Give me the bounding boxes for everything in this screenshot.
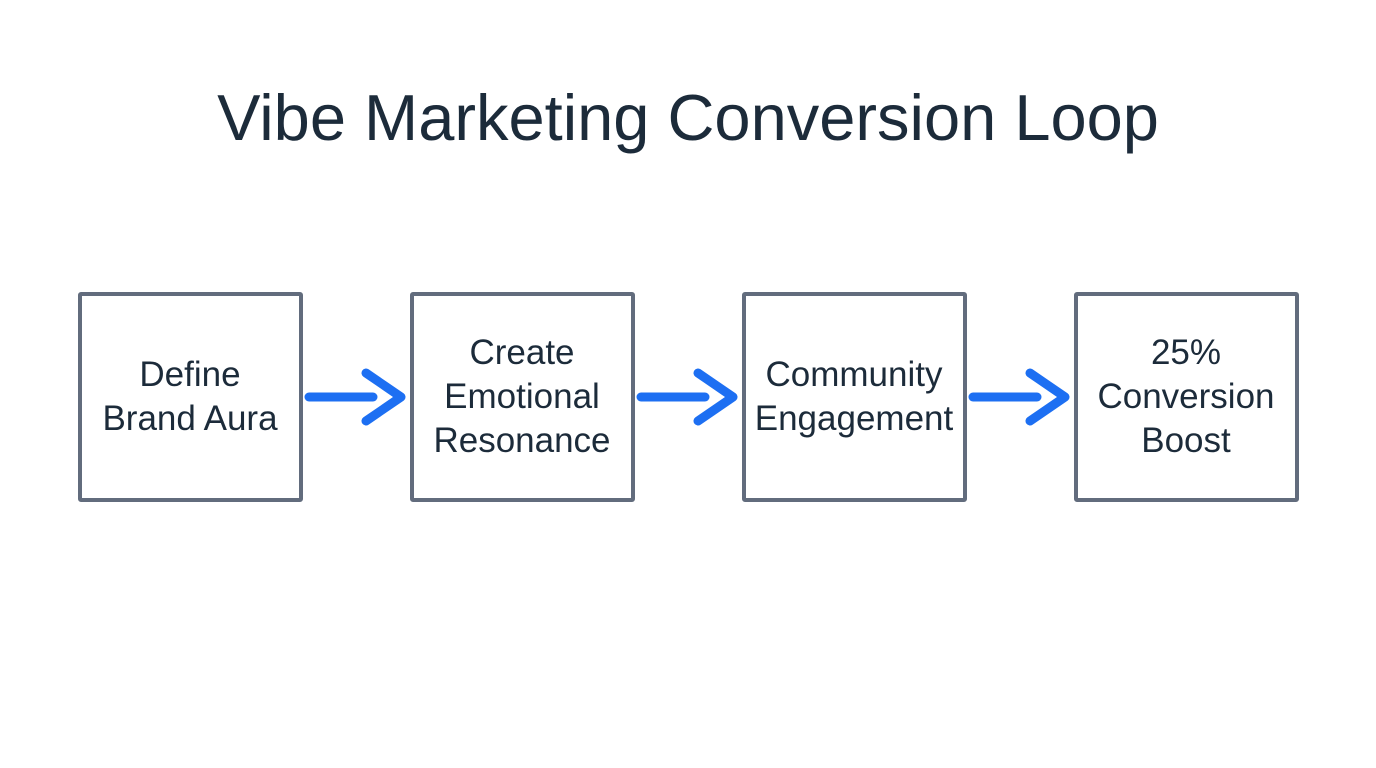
arrow-head — [361, 368, 405, 426]
flow-box-label: 25% Conversion Boost — [1097, 333, 1275, 460]
flow-box-create-emotional-resonance: Create Emotional Resonance — [409, 292, 635, 502]
arrow-head — [1025, 368, 1069, 426]
flow-box-label: Define Brand Aura — [102, 355, 278, 438]
diagram-title: Vibe Marketing Conversion Loop — [217, 81, 1159, 154]
flow-box-conversion-boost: 25% Conversion Boost — [1073, 292, 1299, 502]
arrow-head — [693, 368, 737, 426]
flow-box-label: Community Engagement — [754, 355, 954, 438]
arrow-right-icon — [304, 368, 405, 426]
flow-box-community-engagement: Community Engagement — [741, 292, 967, 502]
flow-row: Define Brand Aura Create Emotional Reson… — [0, 292, 1376, 502]
flow-box-define-brand-aura: Define Brand Aura — [77, 292, 303, 502]
flow-box-label: Create Emotional Resonance — [433, 333, 611, 460]
arrow-right-icon — [968, 368, 1069, 426]
arrow-right-icon — [636, 368, 737, 426]
